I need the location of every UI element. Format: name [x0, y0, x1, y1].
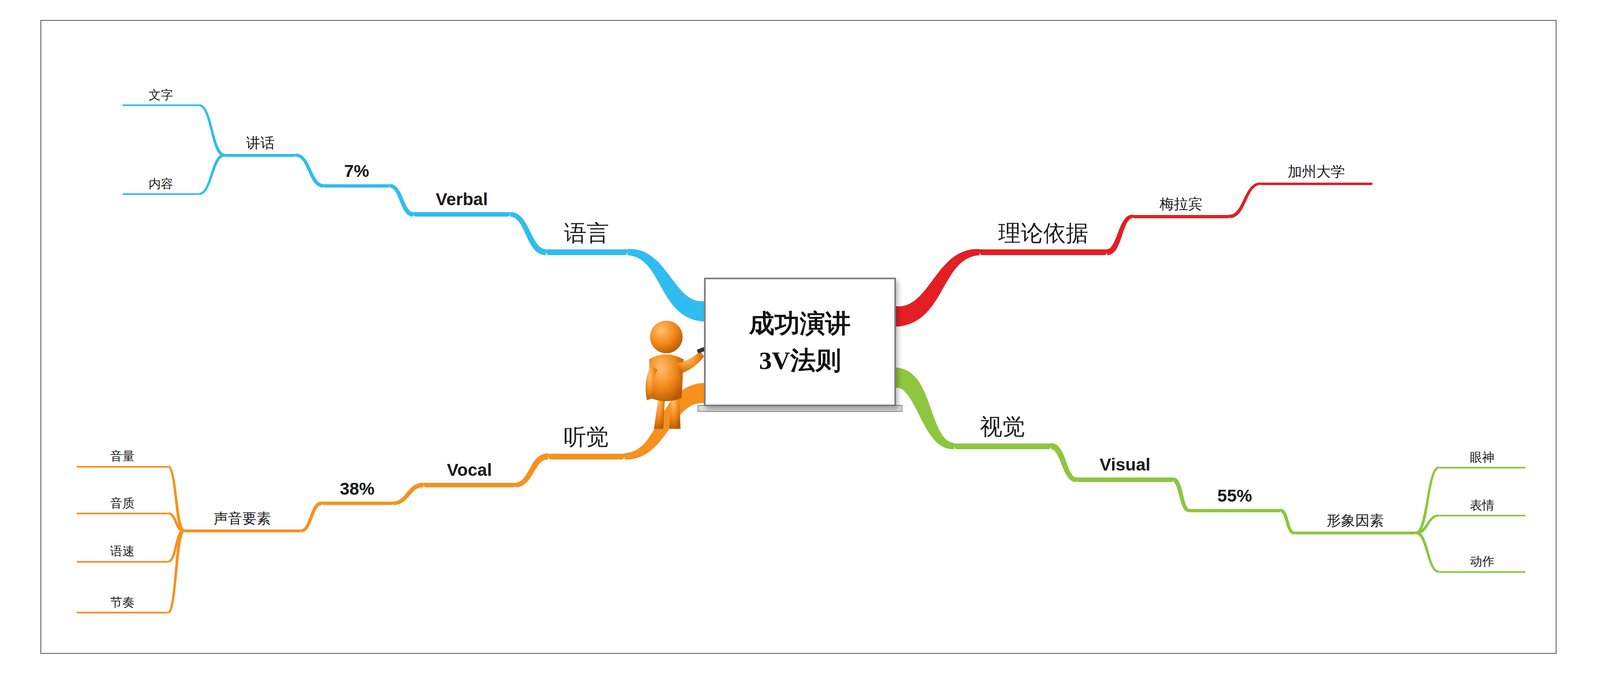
- branch-topic: 38%: [321, 478, 393, 506]
- branch-topic: Visual: [1076, 453, 1174, 482]
- branch-topic: 加州大学: [1260, 162, 1373, 186]
- mindmap-branch: [895, 248, 980, 327]
- topic-text: 表情: [1469, 497, 1495, 513]
- branch-topic: 视觉: [954, 412, 1052, 450]
- branch-topic: 文字: [122, 87, 199, 107]
- central-title: 成功演讲 3V法则: [736, 304, 865, 380]
- frame: [40, 20, 1557, 654]
- mindmap-branch: [627, 248, 705, 322]
- mindmap-branch: [392, 482, 424, 506]
- central-topic: 成功演讲 3V法则: [704, 277, 896, 407]
- topic-text: 眼神: [1469, 449, 1495, 465]
- mindmap-branch: [198, 103, 225, 157]
- branch-topic: 讲话: [224, 134, 296, 157]
- mindmap-branch: [389, 183, 413, 217]
- mindmap-branch: [1416, 514, 1439, 535]
- mindmap-branch: [300, 501, 322, 533]
- topic-text: Verbal: [435, 188, 488, 211]
- mindmap-branch: [895, 367, 955, 450]
- branch-topic: 7%: [323, 160, 390, 188]
- topic-text: 动作: [1469, 553, 1495, 569]
- branch-topic: 理论依据: [979, 219, 1108, 256]
- topic-text: 语速: [110, 543, 135, 559]
- mindmap-branch: [1280, 508, 1294, 535]
- topic-text: 声音要素: [213, 509, 271, 528]
- mindmap-branch: [510, 212, 547, 256]
- topic-text: 文字: [148, 87, 174, 103]
- branch-topic: 动作: [1438, 553, 1526, 573]
- mindmap-branch: [168, 512, 184, 533]
- branch-topic: 声音要素: [183, 509, 302, 533]
- topic-text: Vocal: [446, 459, 492, 481]
- topic-text: 视觉: [979, 412, 1025, 442]
- branch-topic: 梅拉宾: [1132, 195, 1230, 219]
- mindmap-branch: [1416, 466, 1439, 535]
- mindmap-branch: [1416, 531, 1439, 573]
- branch-topic: 音量: [76, 448, 169, 468]
- branch-topic: 眼神: [1438, 449, 1526, 469]
- topic-text: 讲话: [245, 134, 275, 153]
- topic-text: 音量: [110, 448, 135, 464]
- branch-topic: 55%: [1188, 485, 1281, 513]
- topic-text: 加州大学: [1287, 162, 1345, 181]
- topic-text: 梅拉宾: [1159, 195, 1203, 214]
- mindmap-branch: [1229, 182, 1261, 219]
- topic-text: 音质: [110, 495, 135, 511]
- topic-text: 语言: [564, 219, 610, 248]
- topic-text: 形象因素: [1326, 511, 1384, 530]
- mindmap-branch: [515, 453, 549, 488]
- mindmap-branch: [198, 153, 225, 195]
- mindmap-branch: [168, 529, 184, 614]
- mindmap-branch: [1051, 442, 1077, 482]
- topic-text: 55%: [1217, 485, 1253, 507]
- topic-text: 节奏: [110, 594, 135, 610]
- mindmap-branch: [295, 153, 324, 188]
- branch-topic: 音质: [76, 495, 169, 515]
- branch-topic: 内容: [122, 176, 199, 195]
- mindmap-branch: [168, 465, 184, 533]
- branch-topic: 形象因素: [1293, 511, 1417, 535]
- topic-text: Visual: [1099, 453, 1151, 476]
- topic-text: 38%: [339, 478, 375, 500]
- branch-topic: 节奏: [76, 594, 169, 614]
- branch-topic: 语速: [76, 543, 169, 562]
- mindmap-branch: [1173, 477, 1189, 513]
- branch-topic: 听觉: [548, 423, 625, 460]
- branch-topic: 表情: [1438, 497, 1526, 517]
- mindmap-branch: [1107, 214, 1133, 256]
- topic-text: 理论依据: [998, 219, 1089, 248]
- branch-topic: 语言: [546, 219, 628, 256]
- topic-text: 内容: [148, 176, 174, 192]
- topic-text: 听觉: [563, 423, 609, 452]
- branch-topic: Vocal: [423, 459, 516, 488]
- branch-topic: Verbal: [413, 188, 511, 217]
- presenter-figure: [645, 320, 712, 429]
- topic-text: 7%: [344, 160, 370, 183]
